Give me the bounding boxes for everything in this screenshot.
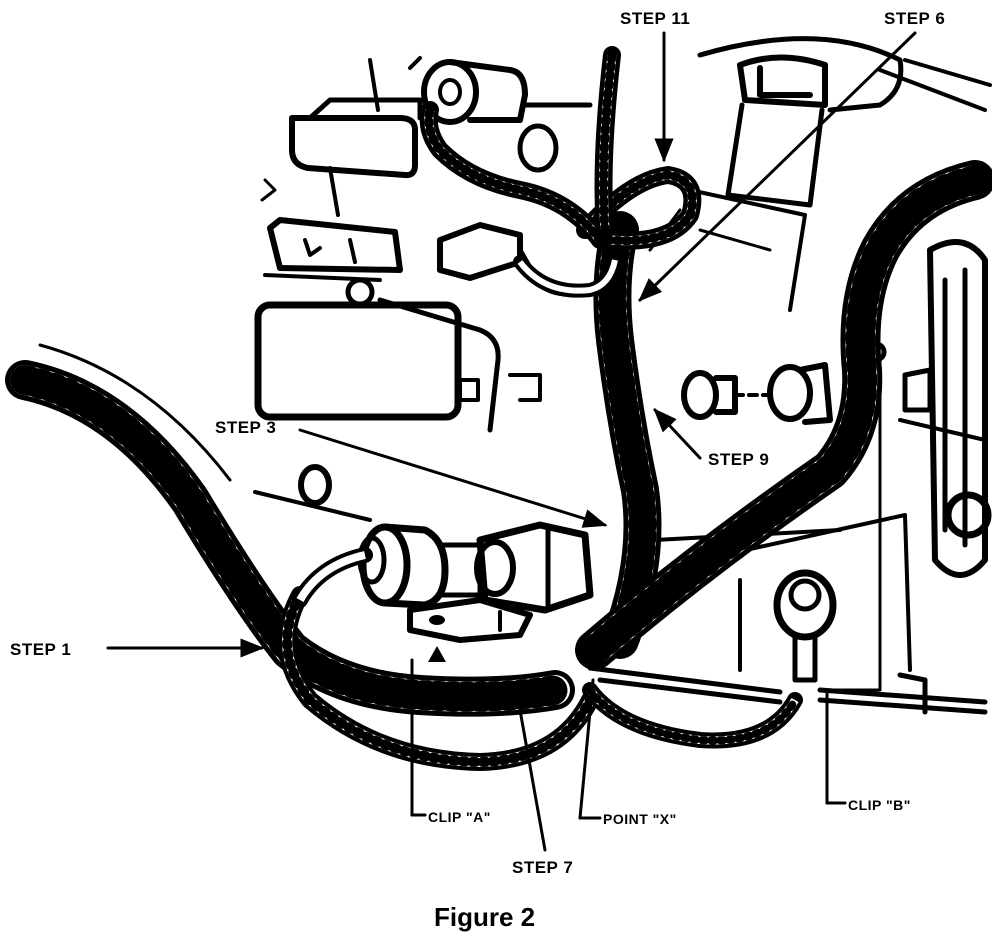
label-step-9: STEP 9 xyxy=(708,450,769,469)
mid-left-bracket xyxy=(263,217,403,307)
clip-a-bracket xyxy=(407,597,533,643)
engine-components xyxy=(253,36,992,715)
wiring-harness xyxy=(5,46,992,771)
small-knob xyxy=(253,464,372,522)
center-nut-connector xyxy=(437,521,594,614)
frame-rail xyxy=(587,513,988,715)
step3-leader xyxy=(298,428,608,528)
label-point-x: POINT "X" xyxy=(603,811,677,827)
step3-connector xyxy=(357,523,449,609)
upper-cylinder xyxy=(408,56,593,173)
clip-b-leader xyxy=(825,358,882,805)
label-step-7: STEP 7 xyxy=(512,858,573,877)
control-module xyxy=(254,297,542,433)
label-step-6: STEP 6 xyxy=(884,9,945,28)
point-x-leader xyxy=(578,678,595,820)
label-clip-a: CLIP "A" xyxy=(428,809,491,825)
label-clip-b: CLIP "B" xyxy=(848,797,911,813)
label-step-3: STEP 3 xyxy=(215,418,276,437)
step7-leader xyxy=(518,708,547,852)
mounting-studs xyxy=(681,362,837,683)
upper-right-housing xyxy=(648,36,992,312)
upper-left-bracket xyxy=(260,58,423,217)
label-step-1: STEP 1 xyxy=(10,640,71,659)
right-assembly xyxy=(898,239,992,578)
label-step-11: STEP 11 xyxy=(620,9,690,28)
leader-lines xyxy=(106,31,917,852)
step6-leader xyxy=(638,31,917,302)
clip-a-pointer xyxy=(428,646,446,662)
figure-caption: Figure 2 xyxy=(434,902,535,932)
callout-labels: STEP 11 STEP 6 STEP 3 STEP 9 STEP 1 CLIP… xyxy=(10,9,945,877)
step9-leader xyxy=(653,408,702,460)
